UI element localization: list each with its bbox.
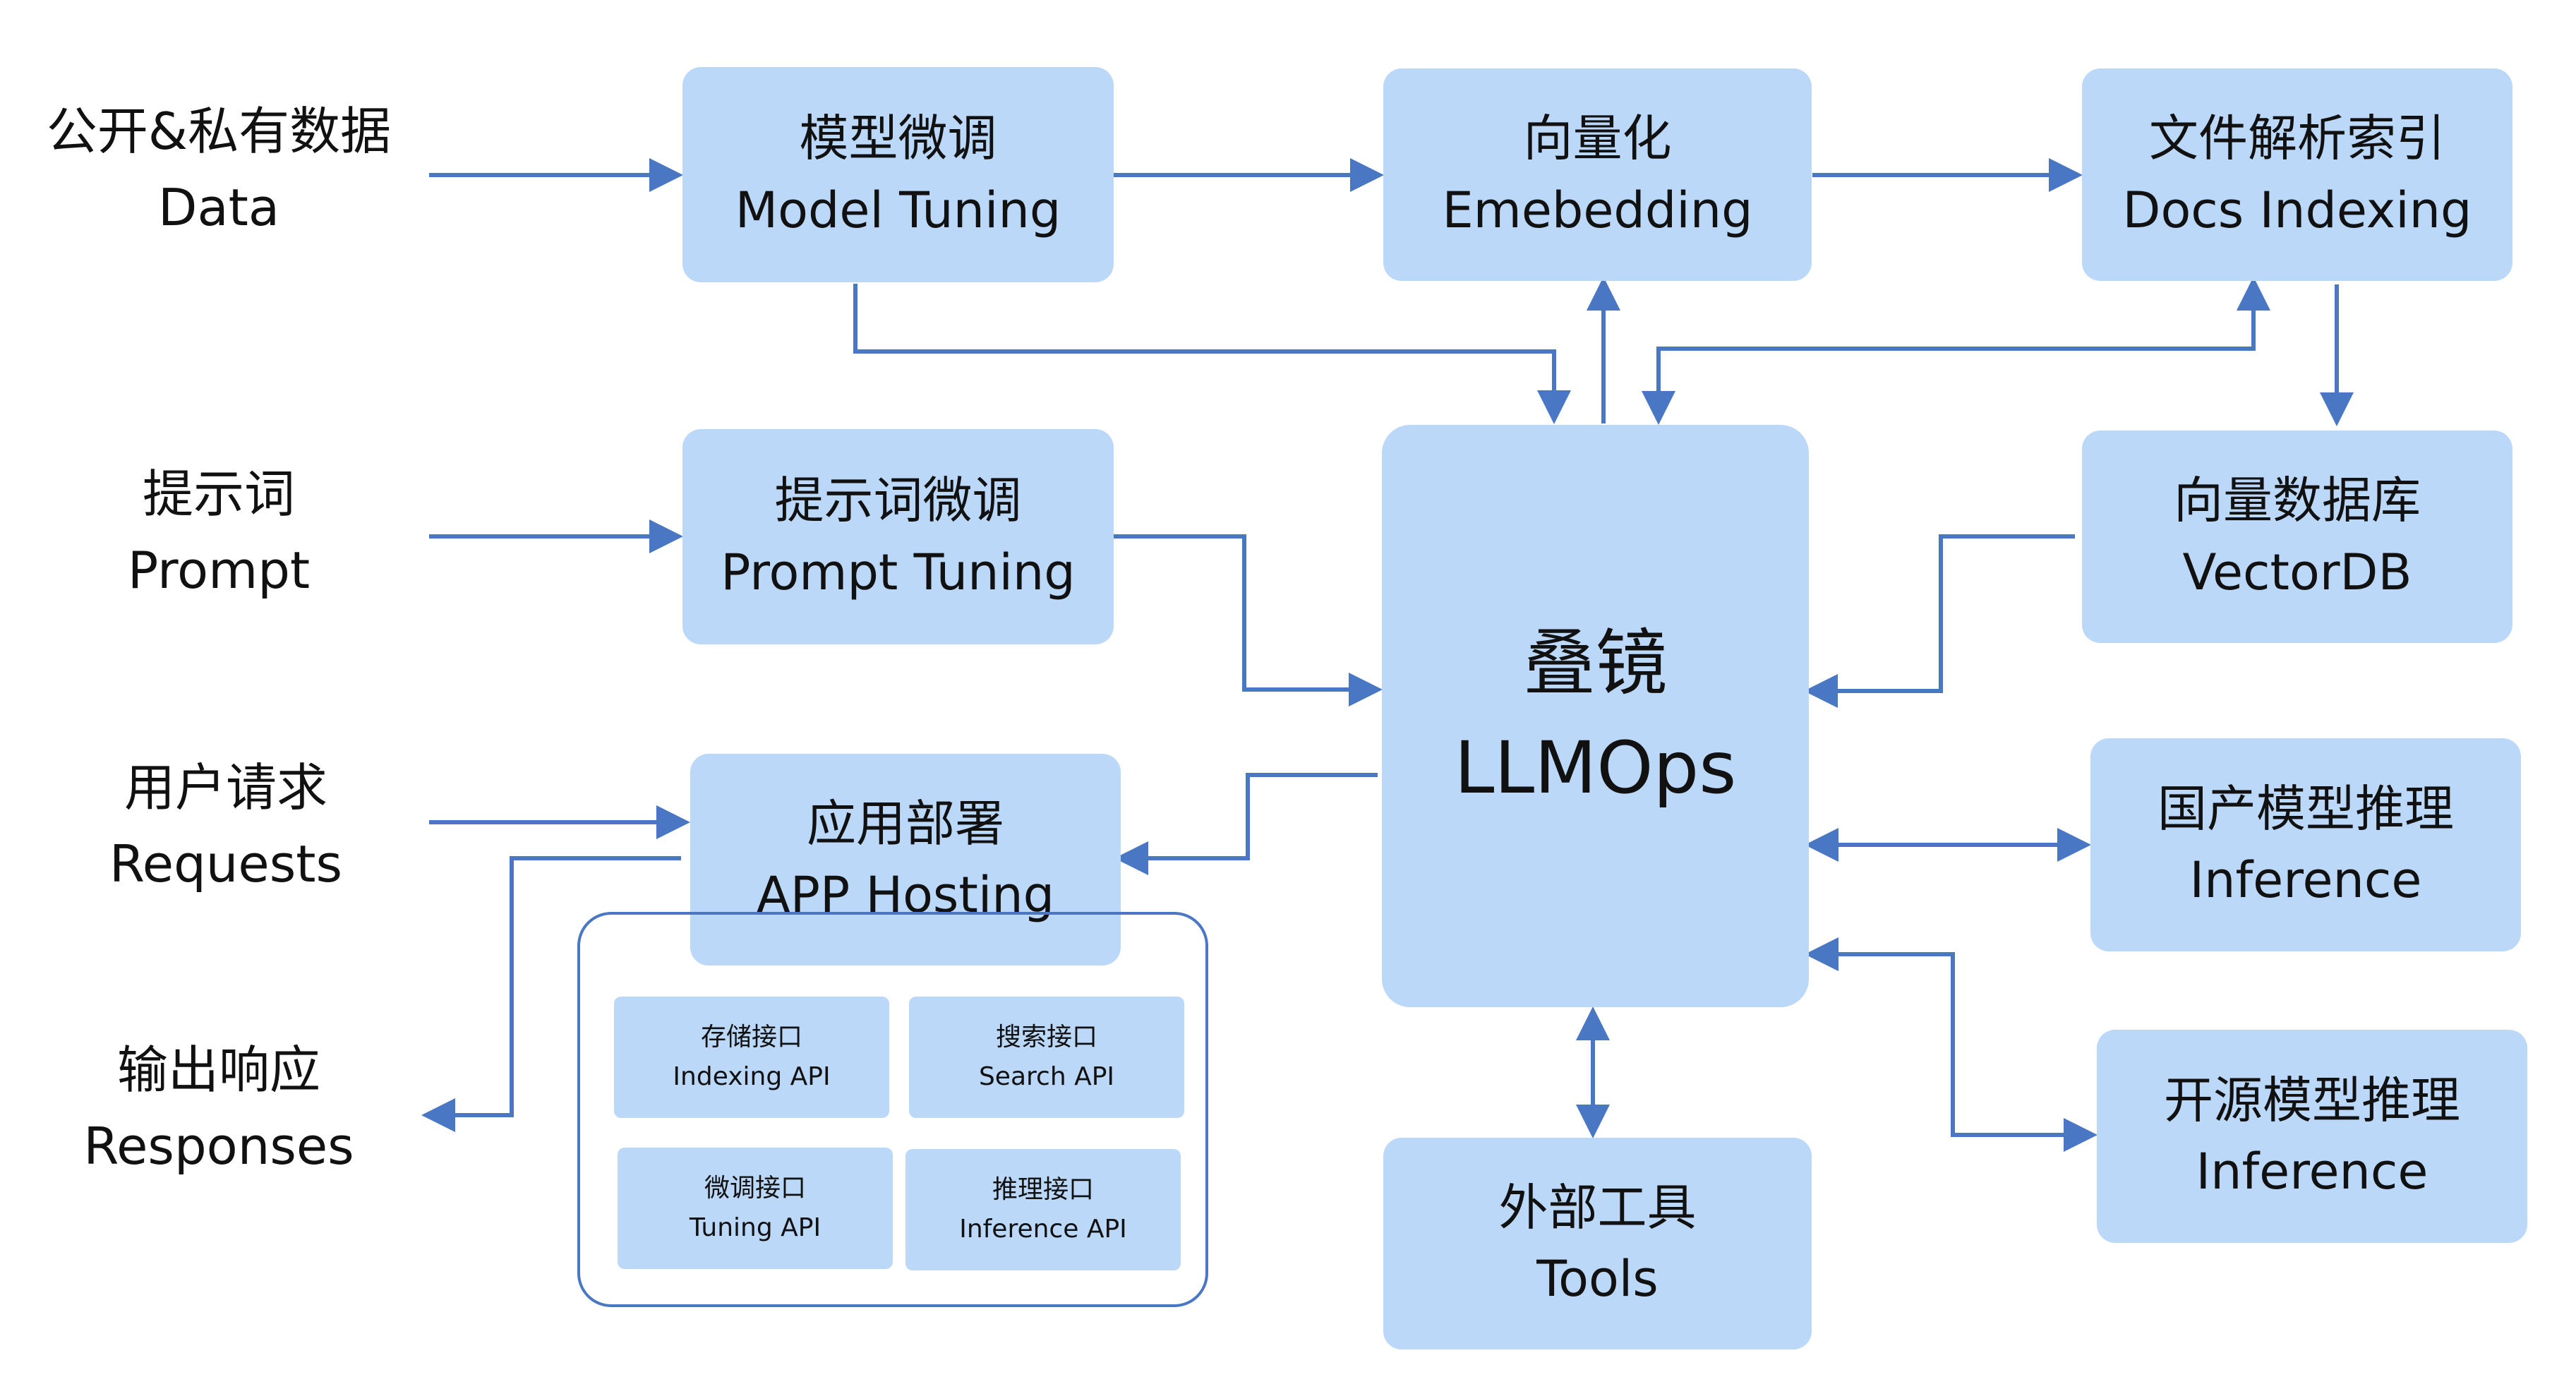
prompt-tuning-zh: 提示词微调	[774, 471, 1022, 529]
open-source-inference-zh: 开源模型推理	[2164, 1071, 2460, 1129]
inference-api-box: 推理接口 Inference API	[905, 1149, 1181, 1270]
arrow-model-tuning-to-llmops	[853, 284, 1571, 424]
vectordb-box: 向量数据库 VectorDB	[2082, 431, 2512, 643]
arrow-prompt-tuning-to-llmops	[1114, 534, 1383, 706]
arrow-llmops-to-app-hosting	[1114, 773, 1378, 875]
domestic-inference-zh: 国产模型推理	[2157, 779, 2454, 838]
input-prompt-en: Prompt	[127, 541, 311, 600]
model-tuning-en: Model Tuning	[735, 181, 1061, 239]
input-requests-en: Requests	[109, 834, 342, 894]
docs-indexing-box: 文件解析索引 Docs Indexing	[2082, 68, 2512, 281]
arrow-app-hosting-to-responses	[421, 856, 681, 1132]
api-panel	[577, 912, 1208, 1307]
arrow-vectordb-to-llmops	[1804, 534, 2075, 708]
output-responses-label: 输出响应 Responses	[42, 1032, 395, 1184]
input-requests-zh: 用户请求	[124, 758, 327, 817]
model-tuning-zh: 模型微调	[799, 109, 997, 167]
tuning-api-en: Tuning API	[689, 1213, 821, 1242]
inference-api-en: Inference API	[959, 1215, 1127, 1244]
domestic-inference-en: Inference	[2189, 851, 2422, 909]
arrow-llmops-open-source-inference	[1805, 937, 2097, 1152]
input-prompt-zh: 提示词	[142, 464, 295, 524]
output-responses-zh: 输出响应	[116, 1040, 320, 1100]
input-requests-label: 用户请求 Requests	[42, 750, 409, 902]
vectordb-zh: 向量数据库	[2174, 471, 2421, 529]
input-data-en: Data	[158, 178, 279, 237]
input-data-label: 公开&私有数据 Data	[14, 93, 423, 246]
llmops-core-box: 叠镜 LLMOps	[1382, 425, 1809, 1007]
docs-indexing-zh: 文件解析索引	[2149, 109, 2445, 167]
tuning-api-box: 微调接口 Tuning API	[618, 1148, 893, 1269]
llmops-zh: 叠镜	[1523, 621, 1668, 706]
inference-api-zh: 推理接口	[992, 1175, 1094, 1205]
input-data-zh: 公开&私有数据	[46, 102, 392, 161]
indexing-api-box: 存储接口 Indexing API	[614, 997, 889, 1118]
app-hosting-zh: 应用部署	[807, 794, 1004, 853]
search-api-en: Search API	[978, 1062, 1115, 1091]
llmops-en: LLMOps	[1454, 726, 1737, 810]
tools-zh: 外部工具	[1498, 1178, 1697, 1237]
arrow-docs-indexing-to-llmops	[1642, 277, 2270, 425]
tools-en: Tools	[1536, 1250, 1659, 1308]
tools-box: 外部工具 Tools	[1383, 1138, 1812, 1349]
open-source-inference-box: 开源模型推理 Inference	[2097, 1030, 2527, 1243]
prompt-tuning-en: Prompt Tuning	[721, 543, 1076, 601]
indexing-api-en: Indexing API	[673, 1062, 831, 1091]
domestic-inference-box: 国产模型推理 Inference	[2090, 738, 2521, 951]
vectordb-en: VectorDB	[2182, 543, 2412, 601]
prompt-tuning-box: 提示词微调 Prompt Tuning	[682, 429, 1114, 644]
search-api-zh: 搜索接口	[995, 1023, 1097, 1052]
output-responses-en: Responses	[83, 1117, 354, 1176]
embedding-box: 向量化 Emebedding	[1383, 68, 1812, 281]
embedding-en: Emebedding	[1442, 181, 1753, 239]
tuning-api-zh: 微调接口	[704, 1174, 806, 1203]
open-source-inference-en: Inference	[2196, 1143, 2428, 1201]
docs-indexing-en: Docs Indexing	[2122, 181, 2472, 239]
model-tuning-box: 模型微调 Model Tuning	[682, 67, 1114, 282]
search-api-box: 搜索接口 Search API	[909, 997, 1184, 1118]
input-prompt-label: 提示词 Prompt	[42, 456, 395, 608]
indexing-api-zh: 存储接口	[700, 1023, 802, 1052]
embedding-zh: 向量化	[1523, 109, 1672, 167]
